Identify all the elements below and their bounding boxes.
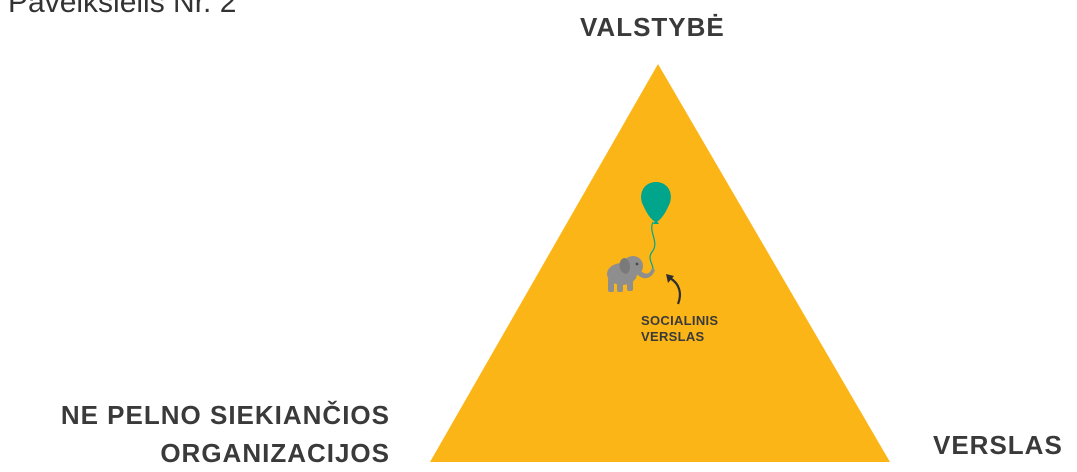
label-socialinis-verslas: SOCIALINIS VERSLAS [641,313,718,345]
triangle-shape [430,64,890,462]
balloon-icon [641,182,671,224]
label-center-line2: VERSLAS [641,329,705,344]
label-left-line1: NE PELNO SIEKIANČIOS [60,400,390,430]
figure-caption: Paveikslėlis Nr. 2 [8,0,237,19]
balloon-string [649,221,656,273]
label-verslas: VERSLAS [933,430,1063,460]
label-valstybe: VALSTYBĖ [580,12,725,42]
label-ne-pelno-organizacijos: NE PELNO SIEKIANČIOS ORGANIZACIJOS [30,396,390,472]
curved-arrow-icon [666,274,681,305]
label-center-line1: SOCIALINIS [641,313,719,328]
elephant-icon [607,256,655,292]
label-left-line2: ORGANIZACIJOS [160,438,390,468]
